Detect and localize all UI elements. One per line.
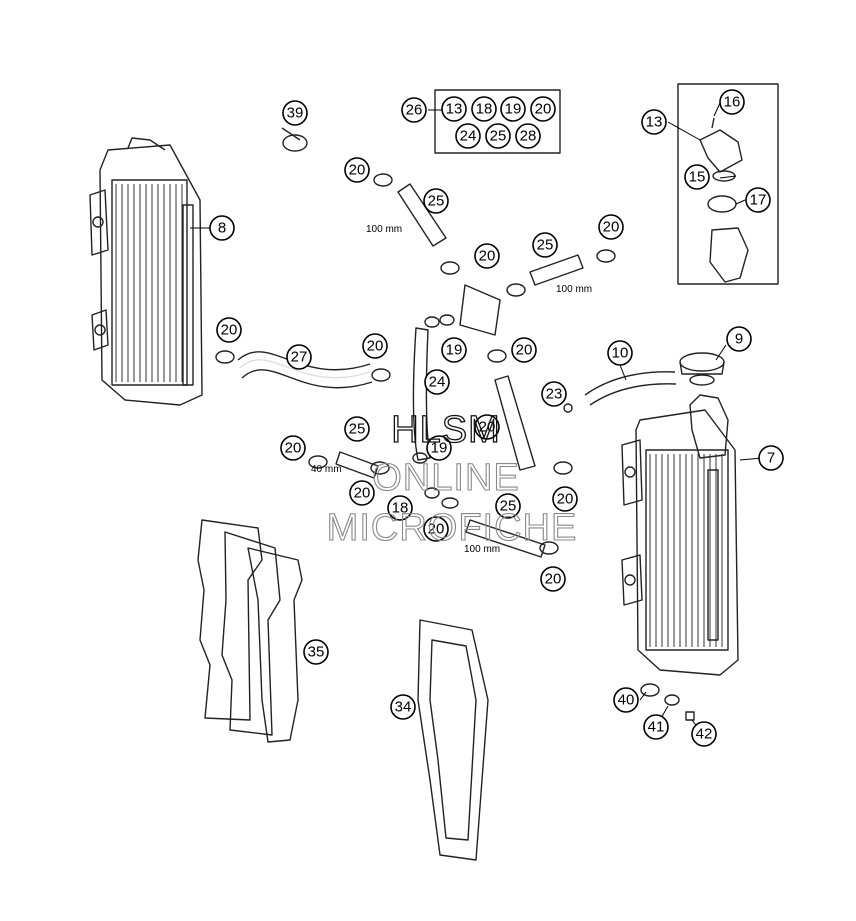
callout-25: 25 (349, 421, 366, 438)
callout-34: 34 (395, 699, 412, 716)
callout-20: 20 (545, 571, 562, 588)
kit-box (428, 89, 561, 154)
callout-20: 20 (557, 491, 574, 508)
callout-8: 8 (218, 220, 226, 237)
callout-7: 7 (767, 450, 775, 467)
watermark-line2: ONLINE (372, 457, 519, 499)
callout-23: 23 (546, 386, 563, 403)
kit-item: 19 (505, 101, 522, 118)
callout-20: 20 (285, 440, 302, 457)
callout-9: 9 (735, 331, 743, 348)
kit-item: 18 (476, 101, 493, 118)
callout-20: 20 (479, 419, 496, 436)
kit-item: 25 (490, 128, 507, 145)
callouts: 39 8 20 25 20 20 25 20 9 10 20 27 20 19 … (209, 89, 784, 747)
callout-19: 19 (446, 342, 463, 359)
callout-25: 25 (500, 498, 517, 515)
callout-20: 20 (221, 322, 238, 339)
callout-40: 40 (618, 692, 635, 709)
dim-label: 40 mm (311, 464, 342, 475)
callout-20: 20 (354, 485, 371, 502)
thermostat-item: 16 (724, 94, 741, 111)
dimension-labels: 100 mm 100 mm 40 mm 100 mm (311, 224, 592, 555)
dim-label: 100 mm (556, 284, 592, 295)
callout-20: 20 (428, 521, 445, 538)
callout-35: 35 (308, 644, 325, 661)
thermostat-item: 15 (689, 169, 706, 186)
watermark-line3: MICROFICHE (327, 507, 578, 549)
dim-label: 100 mm (366, 224, 402, 235)
thermostat-frame (667, 83, 779, 285)
callout-18: 18 (392, 500, 409, 517)
kit-item: 28 (520, 128, 537, 145)
callout-20: 20 (516, 342, 533, 359)
radiator-shrouds (197, 519, 489, 861)
callout-42: 42 (696, 726, 713, 743)
kit-item: 24 (460, 128, 477, 145)
callout-39: 39 (287, 105, 304, 122)
watermark-line1: HLSM (391, 409, 501, 451)
kit-item: 13 (446, 101, 463, 118)
callout-25: 25 (537, 237, 554, 254)
watermark: HLSM ONLINE MICROFICHE (326, 408, 578, 549)
callout-20: 20 (479, 248, 496, 265)
hose-clamps (215, 127, 616, 555)
kit-item: 20 (535, 101, 552, 118)
callout-20: 20 (349, 162, 366, 179)
dim-label: 100 mm (464, 544, 500, 555)
thermostat-item: 17 (750, 192, 767, 209)
kit-box-label: 26 (406, 102, 423, 119)
hoses (237, 183, 677, 558)
callout-27: 27 (291, 349, 308, 366)
thermostat-parts (699, 117, 749, 283)
radiator-cap (679, 352, 725, 386)
callout-24: 24 (429, 374, 446, 391)
callout-10: 10 (612, 345, 629, 362)
right-radiator (621, 394, 739, 676)
drain-parts (640, 683, 695, 721)
callout-41: 41 (648, 719, 665, 736)
thermostat-group-label: 13 (646, 114, 663, 131)
left-radiator (89, 137, 203, 406)
callout-20: 20 (367, 338, 384, 355)
callout-19: 19 (431, 440, 448, 457)
callout-25: 25 (428, 193, 445, 210)
callout-20: 20 (603, 219, 620, 236)
